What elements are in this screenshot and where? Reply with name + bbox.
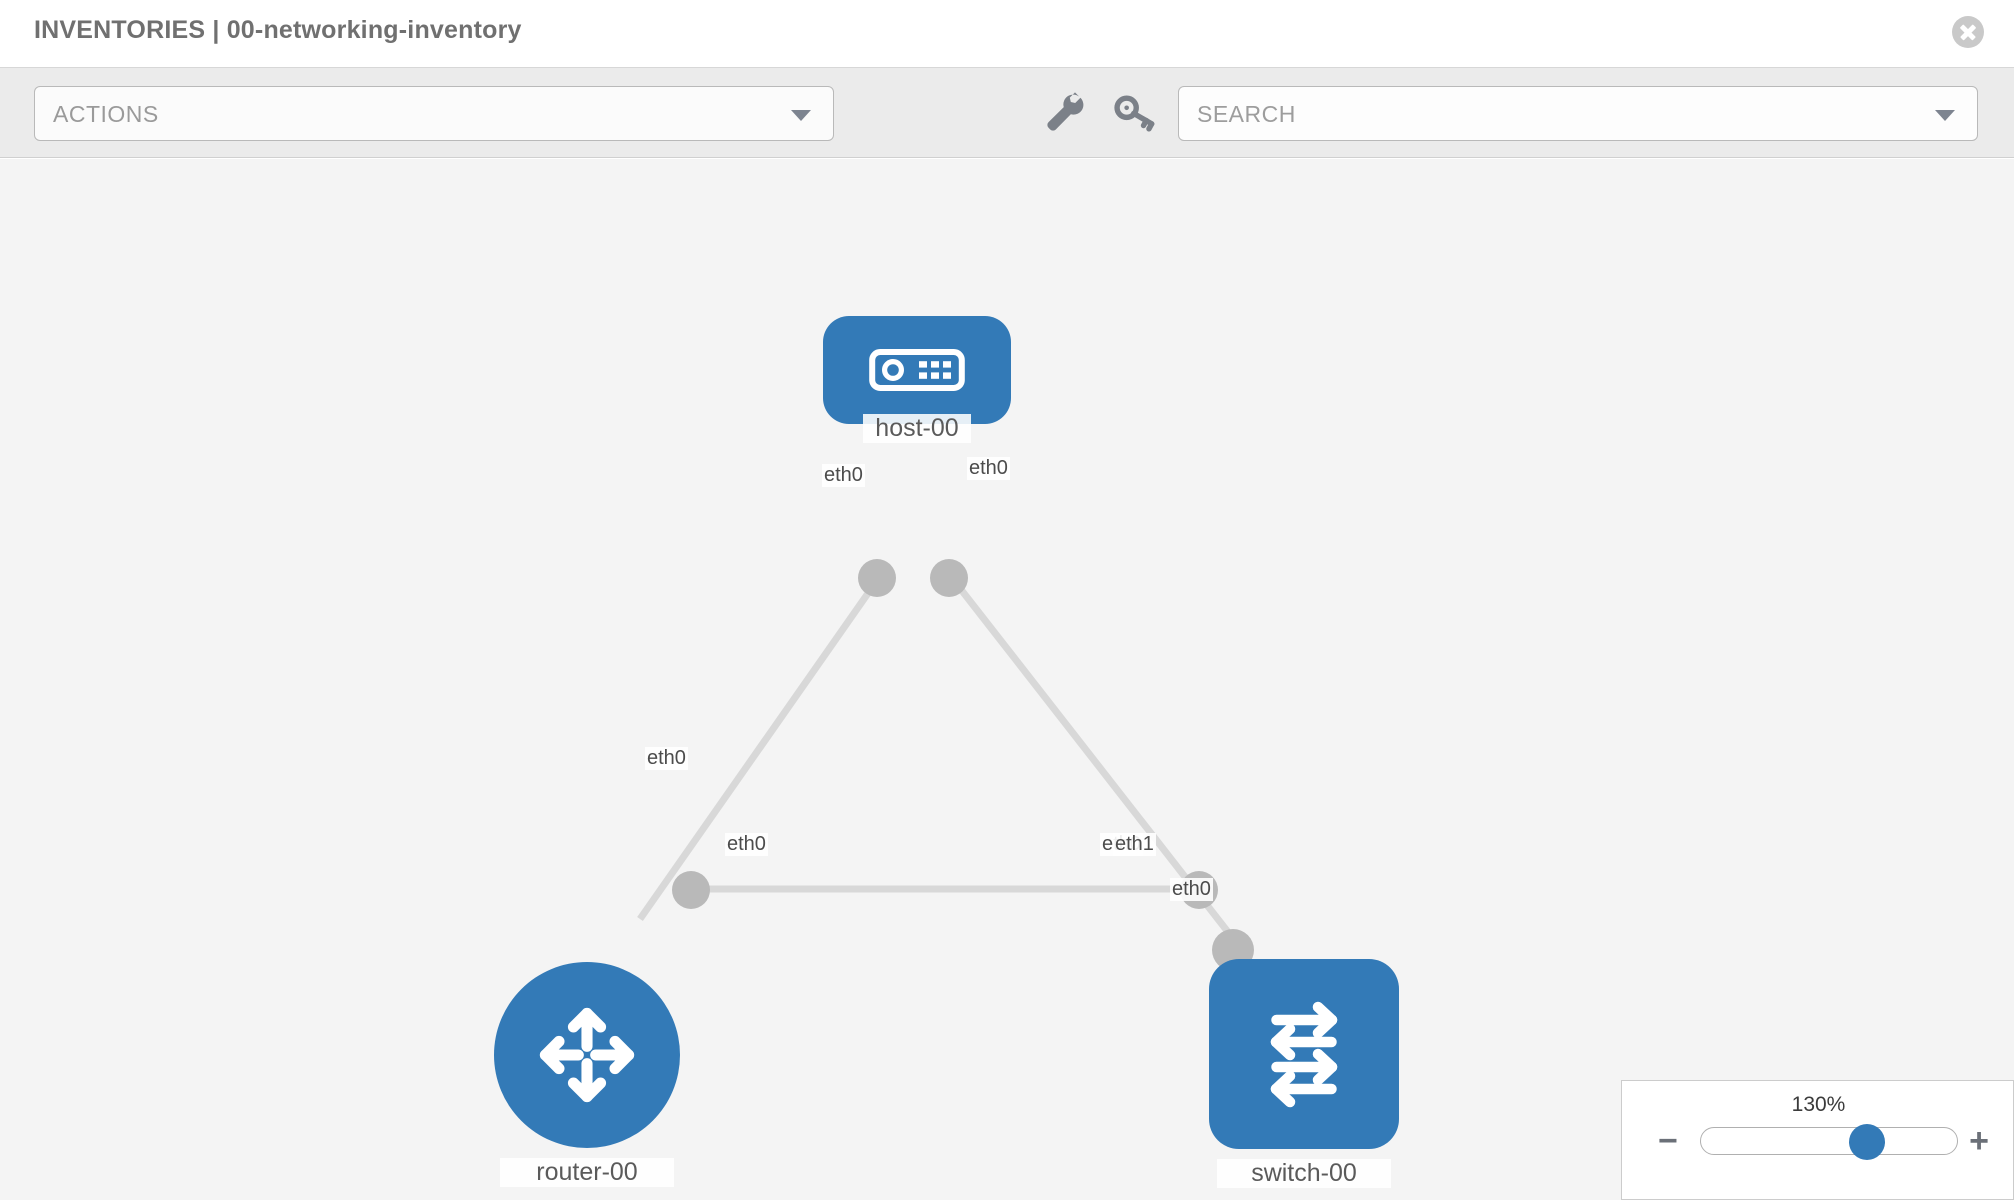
close-icon[interactable] (1952, 16, 1984, 48)
page-header: INVENTORIES | 00-networking-inventory (0, 0, 2014, 68)
node-switch-00-label: switch-00 (1217, 1159, 1391, 1188)
node-switch-00[interactable]: switch-00 (1209, 959, 1399, 1188)
node-host-00[interactable]: host-00 (823, 316, 1011, 443)
switch-arrows-icon (1270, 1001, 1338, 1108)
page-title: INVENTORIES | 00-networking-inventory (34, 16, 522, 44)
zoom-control-panel: 130% − + (1621, 1080, 2014, 1200)
actions-dropdown[interactable]: ACTIONS (34, 86, 834, 141)
edge-label-switch-left-eth1: eth1 (1113, 833, 1156, 856)
node-host-00-label: host-00 (863, 414, 971, 443)
wrench-icon[interactable] (1040, 88, 1090, 138)
chevron-down-icon[interactable] (1935, 110, 1955, 121)
port-host-right[interactable] (930, 559, 968, 597)
node-router-00[interactable]: router-00 (494, 962, 680, 1187)
edge-label-host-left: eth0 (822, 464, 865, 487)
zoom-level-value: 130% (1791, 1093, 1846, 1116)
router-arrows-icon (539, 1007, 635, 1103)
node-host-00-shape[interactable] (823, 316, 1011, 424)
plus-icon[interactable]: + (1969, 1122, 1989, 1160)
key-icon[interactable] (1110, 88, 1160, 138)
edge-label-host-right: eth0 (967, 457, 1010, 480)
topology-canvas[interactable]: host-00 router-00 (0, 159, 2014, 1200)
minus-icon[interactable]: − (1658, 1122, 1678, 1160)
node-switch-00-shape[interactable] (1209, 959, 1399, 1149)
edge-host-router (637, 566, 888, 922)
server-icon (869, 349, 965, 391)
node-router-00-label: router-00 (500, 1158, 674, 1187)
port-router-right[interactable] (672, 871, 710, 909)
zoom-slider[interactable] (1700, 1124, 1958, 1160)
edge-label-router-right: eth0 (725, 833, 768, 856)
search-placeholder: SEARCH (1197, 101, 1296, 127)
edge-label-switch-up: eth0 (1170, 878, 1213, 901)
chevron-down-icon (791, 110, 811, 121)
actions-dropdown-label: ACTIONS (53, 101, 159, 127)
port-host-left[interactable] (858, 559, 896, 597)
node-router-00-shape[interactable] (494, 962, 680, 1148)
zoom-slider-handle[interactable] (1849, 1124, 1885, 1160)
toolbar: ACTIONS SEARCH (0, 68, 2014, 158)
edge-label-router-up: eth0 (645, 747, 688, 770)
search-input[interactable]: SEARCH (1178, 86, 1978, 141)
